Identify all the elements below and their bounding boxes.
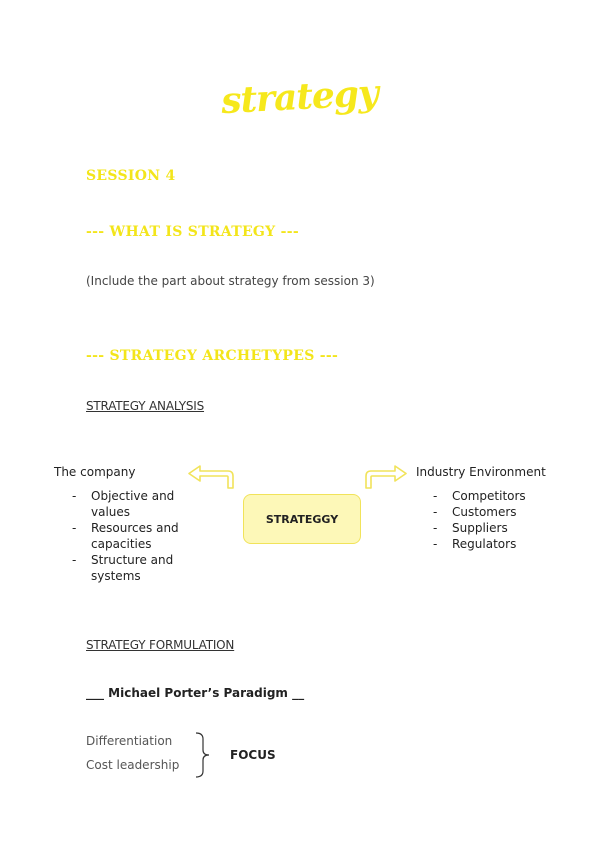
industry-label: Industry Environment [416, 465, 546, 479]
company-list: Objective and values Resources and capac… [72, 488, 190, 584]
focus-label: FOCUS [230, 748, 276, 762]
right-arrow-icon [365, 465, 407, 489]
porter-item-differentiation: Differentiation [86, 734, 173, 748]
section-heading-what-is-strategy: --- WHAT IS STRATEGY --- [86, 224, 299, 240]
session-heading: SESSION 4 [86, 168, 176, 184]
porter-heading: ___ Michael Porter’s Paradigm __ [86, 686, 305, 700]
section-heading-archetypes: --- STRATEGY ARCHETYPES --- [86, 348, 339, 364]
list-item: Customers [433, 504, 563, 520]
company-label: The company [54, 465, 136, 479]
list-item: Resources and capacities [72, 520, 190, 552]
strategy-formulation-label: STRATEGY FORMULATION [86, 638, 235, 652]
list-item: Regulators [433, 536, 563, 552]
strategy-analysis-label: STRATEGY ANALYSIS [86, 399, 205, 413]
strategy-box: STRATEGGY [243, 494, 361, 544]
brace-icon [195, 732, 210, 778]
industry-list: Competitors Customers Suppliers Regulato… [433, 488, 563, 552]
left-arrow-icon [188, 465, 234, 489]
list-item: Structure and systems [72, 552, 190, 584]
porter-item-cost-leadership: Cost leadership [86, 758, 180, 772]
page-title: strategy [220, 71, 379, 123]
session3-note: (Include the part about strategy from se… [86, 274, 375, 288]
list-item: Objective and values [72, 488, 190, 520]
list-item: Suppliers [433, 520, 563, 536]
list-item: Competitors [433, 488, 563, 504]
